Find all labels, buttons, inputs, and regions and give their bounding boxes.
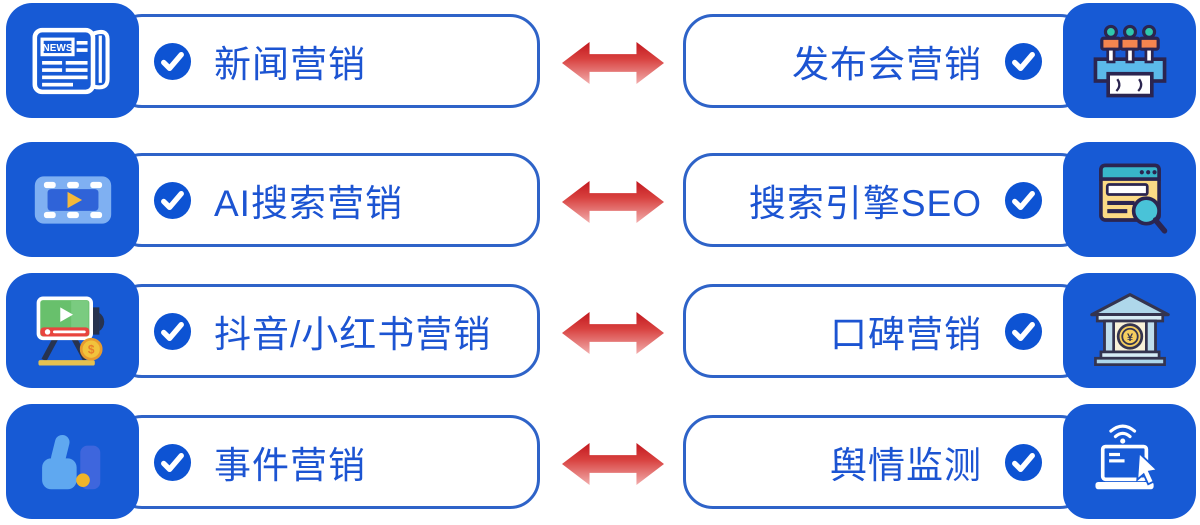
- press-conference-icon: [1063, 3, 1196, 118]
- dollar-label: $: [87, 342, 94, 356]
- service-label: AI搜索营销: [214, 183, 403, 224]
- check-icon: [1004, 42, 1043, 81]
- service-pill-left: 事件营销: [112, 415, 540, 509]
- check-icon: [153, 42, 192, 81]
- service-label: 舆情监测: [830, 445, 982, 486]
- row-news-marketing: NEWS 新闻营销 发布会营销: [0, 3, 1200, 119]
- double-arrow-icon: [562, 181, 664, 223]
- service-label: 新闻营销: [214, 44, 366, 85]
- check-icon: [1004, 443, 1043, 482]
- service-pill-right: 搜索引擎SEO: [683, 153, 1090, 247]
- check-icon: [153, 443, 192, 482]
- double-arrow-icon: [562, 443, 664, 485]
- row-ai-search-marketing: AI搜索营销 搜索引擎SEO: [0, 142, 1200, 258]
- row-douyin-xiaohongshu-marketing: $ 抖音/小红书营销 口碑营销: [0, 273, 1200, 389]
- row-event-marketing: 事件营销 舆情监测: [0, 404, 1200, 520]
- laptop-monitor-icon: [1063, 404, 1196, 519]
- newspaper-icon: NEWS: [6, 3, 139, 118]
- service-pill-left: 新闻营销: [112, 14, 540, 108]
- service-pill-right: 口碑营销: [683, 284, 1090, 378]
- service-label: 口碑营销: [830, 314, 982, 355]
- check-icon: [1004, 181, 1043, 220]
- service-label: 抖音/小红书营销: [214, 314, 492, 355]
- service-label: 事件营销: [214, 445, 366, 486]
- news-label: NEWS: [42, 43, 72, 54]
- seo-browser-icon: [1063, 142, 1196, 257]
- service-pill-left: 抖音/小红书营销: [112, 284, 540, 378]
- film-strip-icon: [6, 142, 139, 257]
- bank-icon: ¥: [1063, 273, 1196, 388]
- service-label: 发布会营销: [792, 44, 982, 85]
- yuan-label: ¥: [1126, 332, 1133, 344]
- check-icon: [1004, 312, 1043, 351]
- thumbs-up-icon: [6, 404, 139, 519]
- service-pill-right: 发布会营销: [683, 14, 1090, 108]
- video-camera-icon: $: [6, 273, 139, 388]
- check-icon: [153, 312, 192, 351]
- service-pill-left: AI搜索营销: [112, 153, 540, 247]
- double-arrow-icon: [562, 312, 664, 354]
- check-icon: [153, 181, 192, 220]
- double-arrow-icon: [562, 42, 664, 84]
- service-pill-right: 舆情监测: [683, 415, 1090, 509]
- service-label: 搜索引擎SEO: [748, 183, 982, 224]
